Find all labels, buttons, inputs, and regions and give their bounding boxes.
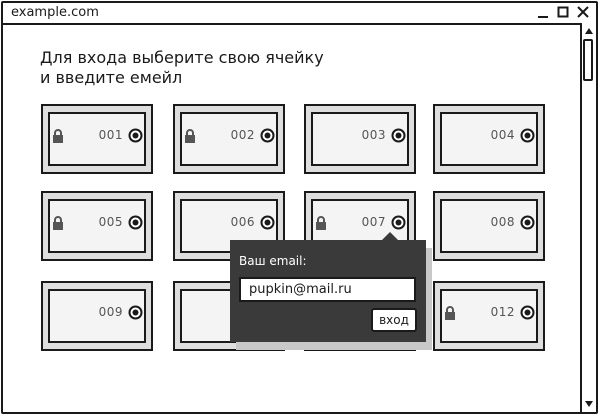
cell-004[interactable]: 004 — [433, 104, 545, 174]
eye-icon[interactable] — [128, 305, 143, 320]
cell-005[interactable]: 005 — [41, 191, 153, 261]
login-button[interactable]: вход — [371, 308, 417, 332]
lock-icon — [184, 128, 196, 143]
eye-icon[interactable] — [128, 128, 143, 143]
cell-number: 005 — [98, 215, 123, 229]
scroll-up-icon[interactable] — [582, 25, 596, 37]
email-field[interactable] — [239, 277, 416, 302]
eye-icon[interactable] — [520, 215, 535, 230]
eye-icon[interactable] — [391, 215, 406, 230]
eye-icon[interactable] — [520, 305, 535, 320]
eye-icon[interactable] — [391, 128, 406, 143]
eye-icon[interactable] — [260, 215, 275, 230]
cell-number: 009 — [98, 305, 123, 319]
minimize-icon[interactable] — [536, 4, 550, 20]
cell-number: 001 — [98, 128, 123, 142]
cell-number: 004 — [490, 128, 515, 142]
maximize-icon[interactable] — [556, 4, 570, 20]
window-controls — [536, 4, 590, 20]
lock-icon — [444, 305, 456, 320]
scroll-thumb[interactable] — [583, 39, 593, 81]
cell-number: 012 — [490, 305, 515, 319]
cell-012[interactable]: 012 — [433, 281, 545, 351]
close-icon[interactable] — [576, 4, 590, 20]
scroll-down-icon[interactable] — [582, 398, 596, 410]
eye-icon[interactable] — [128, 215, 143, 230]
eye-icon[interactable] — [260, 128, 275, 143]
cell-number: 008 — [490, 215, 515, 229]
cell-008[interactable]: 008 — [433, 191, 545, 261]
cell-number: 002 — [230, 128, 255, 142]
cell-number: 006 — [230, 215, 255, 229]
heading-line-2: и введите емейл — [40, 68, 183, 87]
lock-icon — [52, 128, 64, 143]
email-popup: Ваш email: вход — [230, 232, 426, 342]
lock-icon — [315, 215, 327, 230]
cell-003[interactable]: 003 — [304, 104, 416, 174]
url-text[interactable]: example.com — [11, 5, 99, 20]
heading-line-1: Для входа выберите свою ячейку — [40, 48, 324, 67]
email-label: Ваш email: — [239, 254, 307, 268]
page-heading: Для входа выберите свою ячейку и введите… — [40, 48, 360, 88]
cell-001[interactable]: 001 — [41, 104, 153, 174]
lock-icon — [52, 215, 64, 230]
eye-icon[interactable] — [520, 128, 535, 143]
cell-number: 003 — [361, 128, 386, 142]
vertical-scrollbar[interactable] — [580, 23, 596, 412]
cell-number: 007 — [361, 215, 386, 229]
popup-arrow — [382, 232, 398, 240]
title-bar: example.com — [3, 3, 596, 25]
cell-009[interactable]: 009 — [41, 281, 153, 351]
cell-002[interactable]: 002 — [173, 104, 285, 174]
